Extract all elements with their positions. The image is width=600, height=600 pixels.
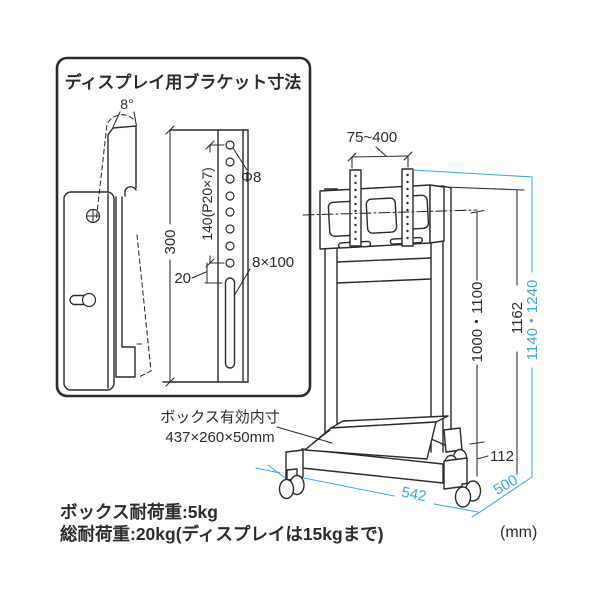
caster-front-right [454, 480, 482, 508]
mounting-holes [225, 140, 235, 268]
dimension-300: 300 [162, 125, 179, 387]
svg-text:20: 20 [174, 270, 191, 287]
dimension-center-height: 1000・1100 [469, 209, 486, 477]
dimension-20: 20 [174, 262, 223, 287]
svg-text:1140・1240: 1140・1240 [524, 280, 541, 361]
vesa-rails [349, 168, 414, 247]
svg-text:300: 300 [162, 229, 179, 254]
dimension-width-range: 75~400 [347, 129, 413, 169]
box-inner-size-label: ボックス有効内寸 437×260×50mm [160, 409, 333, 446]
total-capacity-note: 総耐荷重:20kg(ディスプレイは15kgまで) [60, 524, 384, 544]
panel-title: ディスプレイ用ブラケット寸法 [65, 72, 302, 92]
svg-text:500: 500 [491, 471, 521, 498]
svg-text:140(P20×7): 140(P20×7) [199, 167, 215, 241]
screw-cross-icon [85, 208, 101, 224]
stand-drawing: 75~400 1000・1100 112 1162 [160, 129, 541, 518]
dimension-stand-top-height: 1162 [443, 186, 526, 475]
side-plate [63, 191, 115, 391]
panel-border [55, 56, 312, 398]
storage-box [304, 415, 449, 460]
display-centerline [302, 209, 478, 216]
hole-diameter-leader: Φ8 [232, 147, 261, 186]
svg-text:542: 542 [400, 484, 428, 505]
dimension-bracket-top-height: 1140・1240 [412, 169, 541, 518]
svg-text:Φ8: Φ8 [241, 169, 261, 186]
mount-plate [319, 184, 445, 250]
svg-text:8×100: 8×100 [252, 254, 294, 271]
svg-text:1000・1100: 1000・1100 [469, 282, 486, 363]
svg-text:437×260×50mm: 437×260×50mm [165, 429, 274, 446]
keyhole-slot [69, 292, 97, 308]
bracket-dimension-panel: ディスプレイ用ブラケット寸法 [55, 56, 312, 398]
slot-size-leader: 8×100 [233, 254, 294, 297]
capacity-notes: ボックス耐荷重:5kg 総耐荷重:20kg(ディスプレイは15kgまで) (mm… [60, 502, 537, 544]
back-panel [336, 257, 432, 441]
dimension-base-width: 542 [255, 464, 479, 513]
side-bracket-bar [107, 125, 137, 378]
svg-text:75~400: 75~400 [347, 129, 397, 146]
caster-front-left [278, 468, 305, 500]
tilted-outline [95, 114, 152, 378]
dimension-base-height: 112 [469, 441, 514, 465]
adjust-slot [224, 277, 236, 369]
svg-text:ボックス有効内寸: ボックス有効内寸 [160, 409, 280, 426]
bracket-front-view: 300 140(P20×7) 20 Φ8 [162, 125, 294, 387]
box-capacity-note: ボックス耐荷重:5kg [60, 502, 218, 522]
unit-note: (mm) [500, 524, 537, 541]
rail-holes [354, 173, 409, 241]
svg-text:1162: 1162 [509, 302, 526, 334]
dimension-base-depth: 500 [491, 471, 521, 498]
base-front [285, 448, 468, 490]
dimension-140: 140(P20×7) [199, 140, 225, 268]
bracket-side-view: 8° [63, 96, 152, 391]
svg-text:112: 112 [490, 448, 514, 465]
tilt-angle-label: 8° [120, 96, 133, 112]
